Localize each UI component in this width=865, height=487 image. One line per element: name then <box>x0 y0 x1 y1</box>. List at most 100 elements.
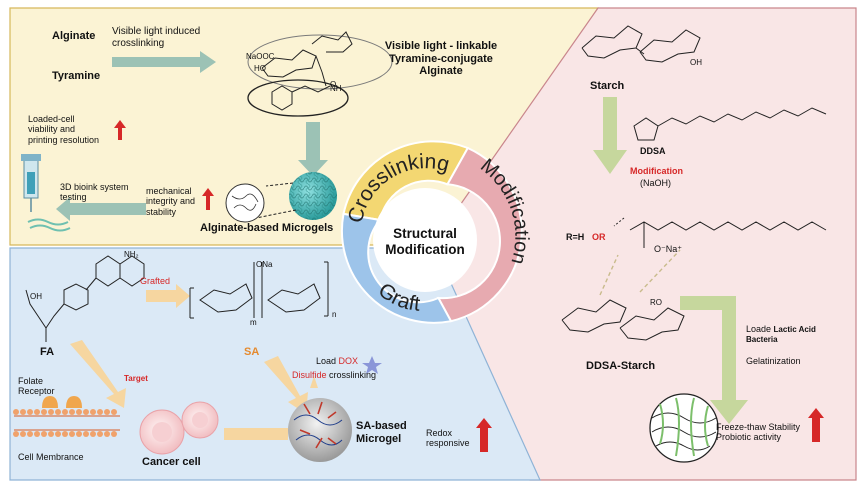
lipid-head <box>41 431 47 437</box>
starch-down-arrow <box>593 97 627 174</box>
ddsa-microgel <box>649 393 719 463</box>
syringe-icon <box>21 154 71 232</box>
lipid-head <box>13 409 19 415</box>
ddsa-starch-label: DDSA-Starch <box>586 360 656 372</box>
lipid-head <box>111 409 117 415</box>
lipid-head <box>48 431 54 437</box>
increase-arrow-icon <box>808 408 824 442</box>
loaded-cell-label: Loaded-cell viability and printing resol… <box>28 114 100 145</box>
r-equals-h-label: R=H <box>566 232 585 242</box>
target-arrow <box>70 340 126 408</box>
crosslinking-sector <box>342 140 470 222</box>
alginate-microgel <box>225 172 337 223</box>
ddsa-chain-molecule <box>613 217 827 248</box>
lipid-head <box>20 409 26 415</box>
lipid-head <box>104 431 110 437</box>
lipid-head <box>69 409 75 415</box>
dox-load-label: Load DOX <box>316 356 359 366</box>
lipid-head <box>20 431 26 437</box>
lipid-head <box>55 409 61 415</box>
ona-label: ONa <box>256 260 273 269</box>
lipid-head <box>48 409 54 415</box>
subscript-m: m <box>250 318 257 327</box>
ddsa-label: DDSA <box>640 146 666 156</box>
cell-membrane-label: Cell Membrance <box>18 452 84 462</box>
bioink-arrow <box>56 197 146 221</box>
folic-acid-molecule <box>25 255 145 342</box>
gelatinization-label: Gelatinization <box>746 356 801 366</box>
modification-step-label: Modification <box>630 166 683 176</box>
folate-receptor-icon <box>42 396 82 408</box>
lipid-head <box>104 409 110 415</box>
tyramine-label: Tyramine <box>52 70 101 82</box>
hub-ring <box>340 140 523 324</box>
lipid-head <box>62 431 68 437</box>
subscript-n: n <box>332 310 337 319</box>
alginate-label: Alginate <box>52 30 96 42</box>
sa-diagonal-arrow <box>264 356 308 414</box>
lipid-head <box>83 431 89 437</box>
folate-receptor-label: Folate Receptor <box>18 376 55 397</box>
graft-arrow <box>146 284 190 308</box>
product-label: Visible light - linkable Tyramine-conjug… <box>384 40 498 78</box>
mechanical-label: mechanical integrity and stability <box>146 186 196 217</box>
cancer-cell-icon <box>139 401 219 455</box>
hub-title-line2: Modification <box>385 241 465 257</box>
naooc-label: NaOOC <box>246 52 275 61</box>
lipid-head <box>83 409 89 415</box>
cell-membrane <box>13 409 120 437</box>
lipid-head <box>13 431 19 437</box>
hub-center <box>373 188 477 292</box>
increase-arrow-icon <box>476 418 492 452</box>
lipid-head <box>27 409 33 415</box>
starch-label: Starch <box>590 80 625 92</box>
lipid-head <box>97 431 103 437</box>
tyramine-molecule <box>247 79 349 117</box>
lab-label: Loade Lactic Acid Bacteria <box>746 324 816 345</box>
lipid-head <box>76 431 82 437</box>
target-label: Target <box>124 374 148 383</box>
sodium-carboxylate-label: O⁻Na⁺ <box>654 244 683 254</box>
ddsa-starch-molecule <box>561 249 685 341</box>
nh-label: NH <box>330 84 342 93</box>
disulfide-label: Disulfide crosslinking <box>292 370 377 380</box>
lipid-head <box>27 431 33 437</box>
polysaccharide-chain <box>189 261 329 319</box>
redox-label: Redox responsive <box>426 428 470 449</box>
nh2-label: NH₂ <box>124 250 139 259</box>
hub-title-line1: Structural <box>393 226 457 241</box>
lipid-head <box>34 431 40 437</box>
down-arrow-to-microgel <box>298 122 328 176</box>
ro-label: RO <box>650 298 662 307</box>
lipid-head <box>62 409 68 415</box>
light-crosslink-label: Visible light induced crosslinking <box>112 26 201 49</box>
grafted-label: Grafted <box>140 276 171 286</box>
ddsa-molecule <box>633 107 827 141</box>
lipid-head <box>97 409 103 415</box>
lipid-head <box>111 431 117 437</box>
alginate-microgels-label: Alginate-based Microgels <box>200 222 334 234</box>
fa-oh-label: OH <box>30 292 42 301</box>
hub-title: Structural Modification <box>380 226 470 257</box>
fa-label: FA <box>40 346 55 358</box>
lipid-head <box>90 431 96 437</box>
lipid-head <box>41 409 47 415</box>
bioink-label: 3D bioink system testing <box>60 182 129 203</box>
outcomes-label: Freeze-thaw Stability Probiotic activity <box>716 422 801 443</box>
lipid-head <box>69 431 75 437</box>
naoh-label: (NaOH) <box>640 178 671 188</box>
sa-label: SA <box>244 346 260 358</box>
lipid-head <box>90 409 96 415</box>
starch-molecule <box>581 25 701 63</box>
lipid-head <box>76 409 82 415</box>
microgel-to-cell-arrow <box>224 428 288 440</box>
oh-label: OH <box>690 58 702 67</box>
cancer-cell-label: Cancer cell <box>142 456 201 468</box>
lab-bend-arrow <box>680 296 748 424</box>
lipid-head <box>55 431 61 437</box>
sa-microgel-arrow <box>310 376 318 388</box>
light-crosslink-arrow <box>112 51 216 73</box>
dox-star-icon <box>362 356 382 374</box>
